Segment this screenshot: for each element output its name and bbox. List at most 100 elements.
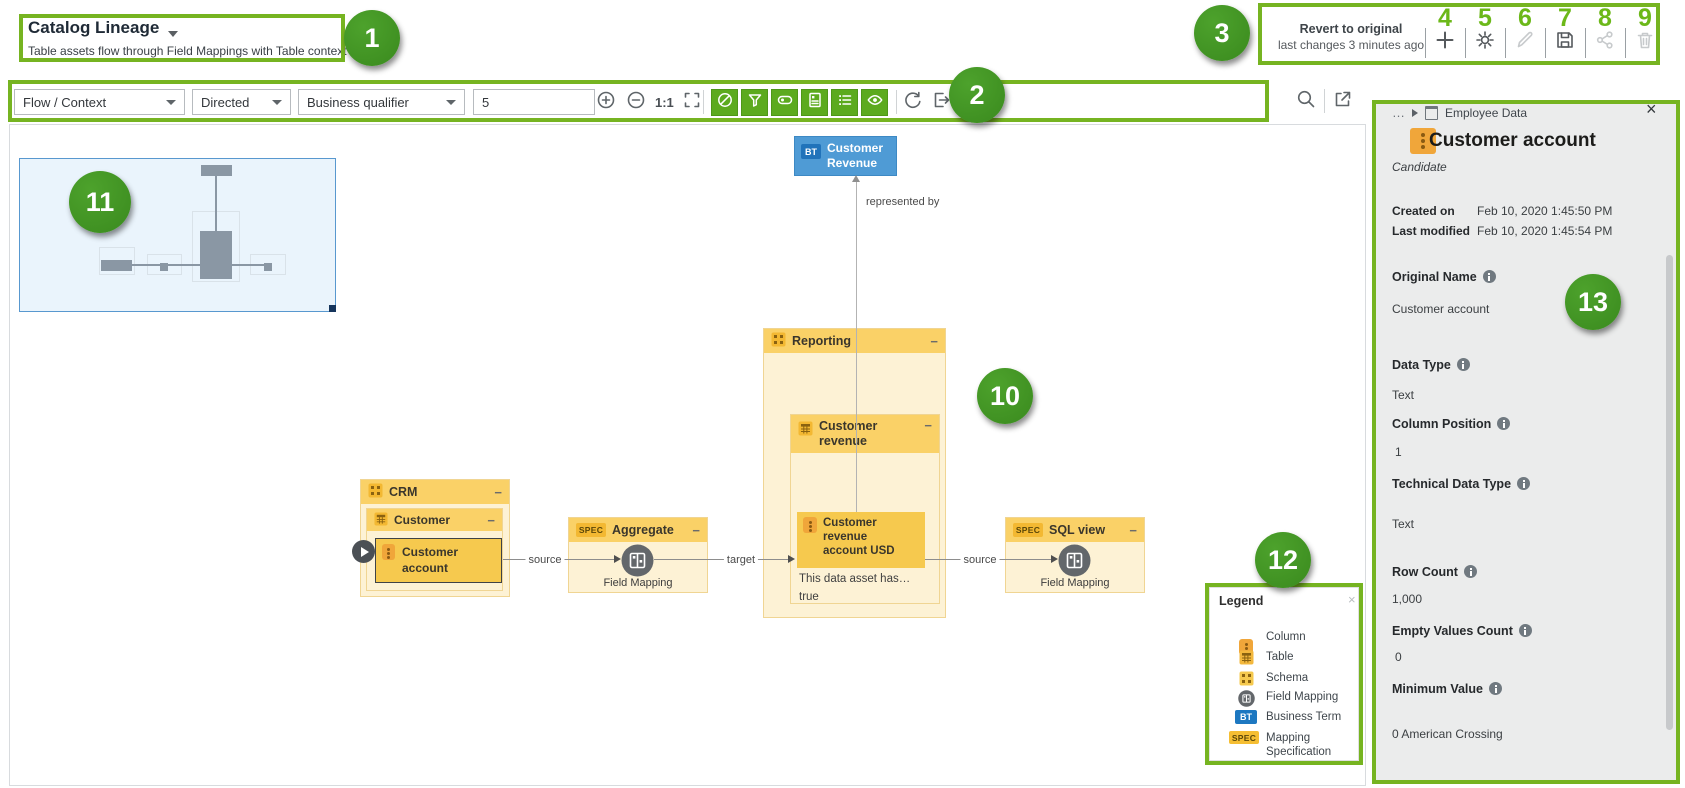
collapse-button[interactable]: − xyxy=(494,484,502,500)
zoom-in-button[interactable] xyxy=(596,90,616,115)
arrowhead-icon xyxy=(788,555,795,563)
field-label-technical-data-type: Technical Data Type xyxy=(1392,477,1531,491)
add-button[interactable] xyxy=(1434,31,1456,53)
delete-button[interactable] xyxy=(1634,31,1656,53)
field-mapping-label-2: Field Mapping xyxy=(1040,577,1110,589)
revert-block: Revert to original last changes 3 minute… xyxy=(1270,22,1432,52)
info-icon[interactable] xyxy=(1517,477,1531,490)
slash-circle-toggle[interactable] xyxy=(711,89,738,116)
collapse-button[interactable]: − xyxy=(692,522,700,538)
list-toggle[interactable] xyxy=(831,89,858,116)
edge-label-target: target xyxy=(723,554,759,566)
minimap[interactable] xyxy=(19,158,336,312)
field-mapping-node-2[interactable] xyxy=(1058,544,1091,582)
chevron-down-icon xyxy=(446,99,456,105)
legend-item-column: Column xyxy=(1266,631,1306,643)
field-label-text: Original Name xyxy=(1392,270,1477,284)
info-icon[interactable] xyxy=(1482,270,1496,283)
zoom-out-button[interactable] xyxy=(626,90,646,115)
divider xyxy=(1585,28,1586,58)
divider xyxy=(1324,89,1325,113)
qualifier-select[interactable]: Business qualifier xyxy=(298,89,465,115)
title-caret-icon[interactable] xyxy=(168,31,178,37)
export-button[interactable] xyxy=(931,92,951,112)
container-customer-revenue-header[interactable]: Customer revenue − xyxy=(791,415,939,453)
layout-select[interactable]: Flow / Context xyxy=(14,89,185,115)
column-icon xyxy=(382,544,395,560)
share-button[interactable] xyxy=(1594,29,1616,56)
edit-button[interactable] xyxy=(1514,31,1536,53)
minimap-resize-handle[interactable] xyxy=(329,305,336,312)
node-description-line-1: This data asset has… xyxy=(799,573,911,585)
meta-label-modified: Last modified xyxy=(1392,224,1471,238)
minimap-node xyxy=(201,165,232,176)
info-icon[interactable] xyxy=(1518,624,1532,637)
filter-toggle[interactable] xyxy=(741,89,768,116)
node-customer-revenue-account-usd[interactable]: Customer revenue account USD xyxy=(797,512,925,568)
card-icon xyxy=(806,91,824,114)
field-label-text: Column Position xyxy=(1392,417,1492,431)
breadcrumb[interactable]: … Employee Data xyxy=(1392,106,1527,120)
open-in-new-button[interactable] xyxy=(1332,90,1354,112)
container-customer-header[interactable]: Customer − xyxy=(367,509,502,531)
settings-button[interactable] xyxy=(1474,30,1496,53)
collapse-button[interactable]: − xyxy=(930,333,938,349)
card-toggle[interactable] xyxy=(801,89,828,116)
legend-close-button[interactable]: × xyxy=(1348,592,1356,607)
info-icon[interactable] xyxy=(1456,358,1470,371)
zoom-ratio-button[interactable]: 1:1 xyxy=(655,95,674,110)
search-button[interactable] xyxy=(1295,90,1317,112)
list-icon xyxy=(836,91,854,114)
tag-toggle[interactable] xyxy=(771,89,798,116)
collapse-button[interactable]: − xyxy=(924,418,932,433)
info-icon[interactable] xyxy=(1489,682,1502,695)
callout-6: 6 xyxy=(1518,4,1532,32)
column-icon xyxy=(1410,128,1437,154)
panel-close-button[interactable]: × xyxy=(1646,99,1657,119)
breadcrumb-domain[interactable]: Employee Data xyxy=(1445,106,1528,120)
export-icon xyxy=(931,90,951,115)
revert-subtitle: last changes 3 minutes ago xyxy=(1277,38,1425,52)
info-icon[interactable] xyxy=(1497,417,1511,430)
business-term-icon: BT xyxy=(1235,710,1257,724)
panel-scrollbar[interactable] xyxy=(1666,255,1673,730)
field-value-original-name: Customer account xyxy=(1392,302,1490,316)
callout-13: 13 xyxy=(1565,274,1621,330)
legend-item-mapping-spec: Mapping Specification xyxy=(1266,732,1332,758)
field-label-minimum-value: Minimum Value xyxy=(1392,682,1502,696)
info-icon[interactable] xyxy=(1463,565,1477,578)
node-sql-view[interactable]: SPEC SQL view − xyxy=(1005,517,1145,593)
search-icon xyxy=(1295,88,1317,115)
node-business-term[interactable]: BT Customer Revenue xyxy=(794,136,897,176)
revert-to-original[interactable]: Revert to original xyxy=(1299,22,1403,36)
fit-screen-button[interactable] xyxy=(683,92,701,111)
container-reporting-header[interactable]: Reporting − xyxy=(764,329,945,353)
edge-label-source-2: source xyxy=(960,554,1000,566)
eye-toggle[interactable] xyxy=(861,89,888,116)
legend-item-field-mapping: Field Mapping xyxy=(1266,691,1339,703)
depth-input[interactable] xyxy=(473,89,595,115)
callout-8: 8 xyxy=(1598,4,1612,32)
play-button[interactable] xyxy=(352,540,375,563)
save-button[interactable] xyxy=(1554,31,1576,53)
collapse-button[interactable]: − xyxy=(487,512,495,528)
minimap-edge xyxy=(215,176,217,231)
zoom-out-icon xyxy=(626,90,646,115)
breadcrumb-ellipsis[interactable]: … xyxy=(1392,105,1405,120)
field-mapping-node-1[interactable] xyxy=(621,544,654,582)
field-value-column-position: 1 xyxy=(1395,445,1402,459)
direction-select[interactable]: Directed xyxy=(192,89,291,115)
container-customer-label: Customer xyxy=(394,513,451,527)
container-crm-header[interactable]: CRM − xyxy=(361,480,509,504)
node-customer-account[interactable]: Customer account xyxy=(375,538,502,583)
share-icon xyxy=(1594,29,1616,56)
collapse-button[interactable]: − xyxy=(1129,522,1137,538)
node-sql-view-header[interactable]: SPEC SQL view − xyxy=(1006,518,1144,542)
node-sql-view-label: SQL view xyxy=(1049,523,1106,537)
eye-icon xyxy=(866,91,884,114)
refresh-button[interactable] xyxy=(903,91,923,112)
zoom-in-icon xyxy=(596,90,616,115)
container-customer-revenue[interactable]: Customer revenue − This data asset has… … xyxy=(790,414,940,604)
node-aggregate-header[interactable]: SPEC Aggregate − xyxy=(569,518,707,542)
